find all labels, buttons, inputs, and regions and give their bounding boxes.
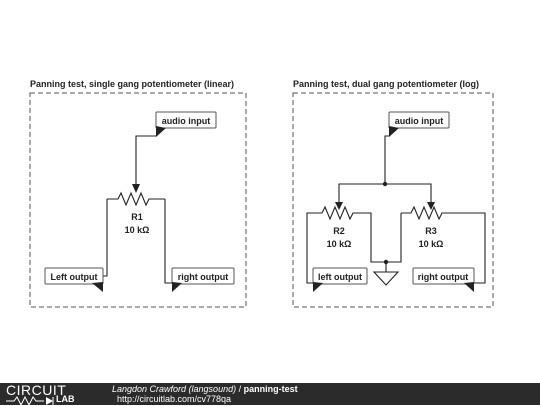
left-output-label-b: left output <box>318 272 362 282</box>
split-bus-wire <box>338 183 432 206</box>
r2-resistor-icon[interactable] <box>312 205 363 221</box>
right-panel-frame <box>292 92 494 308</box>
resistor-wave-icon <box>6 396 54 406</box>
right-panel-title: Panning test, dual gang potentiometer (l… <box>293 79 479 89</box>
port-flag-icon <box>313 282 323 292</box>
r2-value: 10 kΩ <box>327 239 352 249</box>
right-output-label-b: right output <box>418 272 468 282</box>
left-input-wire <box>135 135 156 188</box>
circuit-title[interactable]: panning-test <box>243 384 298 394</box>
author-link[interactable]: Langdon Crawford (langsound) <box>112 384 237 394</box>
left-output-label: Left output <box>51 272 98 282</box>
wiper-arrow-icon <box>132 184 140 193</box>
r3-name: R3 <box>425 226 437 236</box>
left-panel-title: Panning test, single gang potentiometer … <box>30 79 234 89</box>
r3-resistor-icon[interactable] <box>401 205 453 221</box>
right-audio-input-label: audio input <box>395 116 444 126</box>
wiper-arrow-icon <box>427 202 435 210</box>
ground-link-wire <box>363 212 402 263</box>
left-audio-input-label: audio input <box>162 116 211 126</box>
port-flag-icon <box>156 126 166 137</box>
left-output-port-b[interactable]: left output <box>312 267 368 292</box>
wiper-arrow-icon <box>335 202 343 210</box>
logo-text: CIRCUIT <box>6 382 67 398</box>
ground-icon <box>372 271 400 286</box>
right-output-port-b[interactable]: right output <box>412 267 475 292</box>
port-flag-icon <box>172 282 182 292</box>
circuitlab-logo[interactable]: CIRCUIT LAB <box>6 382 96 406</box>
left-panel: Panning test, single gang potentiometer … <box>29 79 247 308</box>
r1-resistor-icon[interactable] <box>107 191 165 207</box>
right-input-wire <box>384 135 389 184</box>
right-output-wire <box>164 199 172 284</box>
credit-line: Langdon Crawford (langsound) / panning-t… <box>112 384 298 394</box>
right-output-label: right output <box>178 272 228 282</box>
port-flag-icon <box>464 282 474 292</box>
port-flag-icon <box>389 126 399 137</box>
left-output-wire-b <box>306 212 313 284</box>
right-audio-input-port[interactable]: audio input <box>388 111 450 137</box>
credit-separator: / <box>236 384 244 394</box>
circuit-url-link[interactable]: http://circuitlab.com/cv778qa <box>117 394 232 404</box>
footer-bar: CIRCUIT LAB Langdon Crawford (langsound)… <box>0 382 540 406</box>
r1-name: R1 <box>131 212 143 222</box>
right-panel: Panning test, dual gang potentiometer (l… <box>292 79 494 308</box>
port-flag-icon <box>92 282 103 292</box>
r3-value: 10 kΩ <box>419 239 444 249</box>
left-output-port[interactable]: Left output <box>44 267 104 292</box>
left-output-wire <box>103 199 108 277</box>
left-panel-frame <box>29 92 247 308</box>
right-output-wire-b <box>453 212 486 284</box>
left-audio-input-port[interactable]: audio input <box>155 111 217 137</box>
r1-value: 10 kΩ <box>125 225 150 235</box>
logo-sub-text: LAB <box>56 394 75 404</box>
right-output-port[interactable]: right output <box>171 267 235 292</box>
r2-name: R2 <box>333 226 345 236</box>
